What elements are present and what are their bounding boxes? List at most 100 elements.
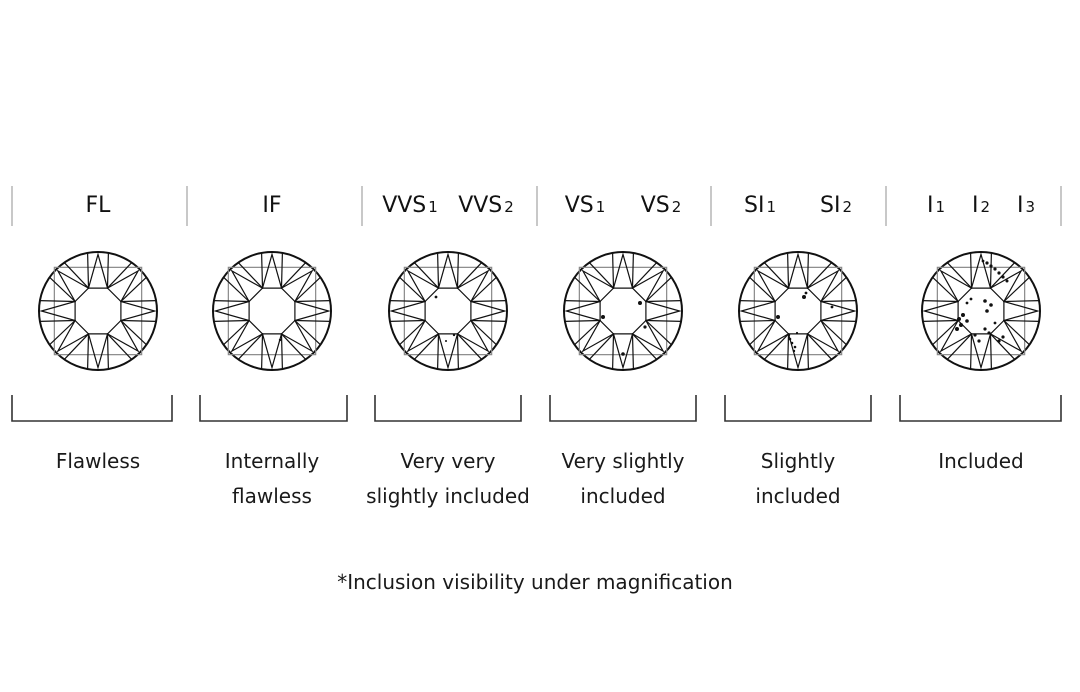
- inclusion-mark: [993, 321, 997, 325]
- diamond-bezel-line: [120, 300, 157, 303]
- clarity-column-fl: FL Flawless: [11, 193, 173, 473]
- diamond-bezel-line: [820, 319, 857, 322]
- diamond-bezel-line: [470, 300, 507, 303]
- diamond-bezel-line: [612, 333, 615, 370]
- diamond-bezel-line: [820, 300, 857, 303]
- diamond-girdle: [38, 251, 158, 371]
- diamond-bezel-line: [470, 320, 497, 346]
- diamond-pavilion-square: [403, 266, 493, 356]
- inclusion-mark: [985, 261, 989, 265]
- diamond-girdle: [388, 251, 508, 371]
- grade-bracket: [549, 395, 697, 422]
- diamond-star-facets: [389, 252, 507, 370]
- inclusion-mark: [989, 264, 993, 268]
- diamond-bezel-line: [564, 300, 601, 303]
- inclusion-mark: [961, 313, 965, 317]
- diamond-star-facets: [564, 252, 682, 370]
- diamond-bezel-line: [106, 333, 109, 370]
- diamond-bezel-line: [749, 320, 776, 346]
- diamond-bezel-line: [63, 262, 89, 289]
- diamond-bezel-line: [223, 276, 250, 302]
- diamond-bezel-line: [294, 300, 331, 303]
- diamond-bezel-line: [107, 262, 133, 289]
- grade-description: Included: [938, 449, 1024, 473]
- grade-label: FL: [86, 193, 112, 218]
- diamond-bezel-line: [946, 333, 972, 360]
- grade-description: Slightly: [761, 449, 836, 473]
- diamond-bezel-line: [820, 320, 847, 346]
- diamond-bezel-line: [213, 300, 250, 303]
- inclusion-mark: [965, 319, 969, 323]
- inclusion-mark: [955, 327, 959, 331]
- diamond-bezel-line: [237, 262, 263, 289]
- diamond-pavilion-square: [753, 266, 843, 356]
- diamond-bezel-line: [612, 252, 615, 289]
- diamond-bezel-line: [456, 252, 459, 289]
- diamond-girdle: [921, 251, 1041, 371]
- diamond-bezel-line: [922, 300, 959, 303]
- inclusion-mark: [802, 295, 806, 299]
- inclusion-mark: [601, 315, 605, 319]
- diamond-bezel-line: [437, 333, 440, 370]
- grade-description: included: [580, 484, 665, 508]
- diamond-bezel-line: [588, 333, 614, 360]
- inclusion-mark: [776, 315, 780, 319]
- diamond-bezel-line: [946, 262, 972, 289]
- diamond-bezel-line: [763, 262, 789, 289]
- diamond-bezel-line: [87, 252, 90, 289]
- inclusion-mark: [957, 317, 961, 321]
- diamond-icon: [563, 251, 683, 371]
- grade-description: flawless: [232, 484, 312, 508]
- inclusion-mark: [804, 291, 808, 295]
- grade-description: included: [755, 484, 840, 508]
- inclusion-mark: [997, 271, 1001, 275]
- diamond-bezel-line: [787, 252, 790, 289]
- inclusion-mark: [959, 323, 963, 327]
- diamond-icon: [212, 251, 332, 371]
- footnote: *Inclusion visibility under magnificatio…: [337, 570, 733, 594]
- diamond-bezel-line: [588, 262, 614, 289]
- inclusion-mark: [997, 339, 1001, 343]
- diamond-bezel-line: [294, 319, 331, 322]
- inclusion-mark: [788, 337, 792, 341]
- inclusion-mark: [621, 352, 625, 356]
- grade-bracket: [374, 395, 522, 422]
- diamond-bezel-line: [632, 262, 658, 289]
- grade-bracket: [724, 395, 872, 422]
- inclusion-mark: [790, 341, 794, 345]
- inclusion-mark: [793, 345, 797, 349]
- diamond-icon: [921, 251, 1041, 371]
- column-separators: [11, 186, 1062, 226]
- diamond-bezel-line: [990, 333, 1016, 360]
- inclusion-mark: [830, 305, 834, 309]
- diamond-bezel-line: [932, 320, 959, 346]
- diamond-bezel-line: [470, 276, 497, 302]
- diamond-icon: [38, 251, 158, 371]
- inclusion-mark: [278, 338, 282, 342]
- diamond-bezel-line: [631, 333, 634, 370]
- diamond-icon: [738, 251, 858, 371]
- diamond-bezel-line: [280, 333, 283, 370]
- diamond-bezel-line: [787, 333, 790, 370]
- diamond-bezel-line: [989, 252, 992, 289]
- grade-description: Flawless: [56, 449, 140, 473]
- diamond-bezel-line: [399, 320, 426, 346]
- diamond-bezel-line: [280, 252, 283, 289]
- diamond-bezel-line: [763, 333, 789, 360]
- diamond-bezel-line: [39, 319, 76, 322]
- inclusion-mark: [795, 331, 799, 335]
- inclusion-mark: [969, 297, 973, 301]
- inclusion-mark: [981, 259, 985, 263]
- diamond-bezel-line: [645, 300, 682, 303]
- inclusion-mark: [787, 333, 791, 337]
- diamond-bezel-line: [645, 320, 672, 346]
- diamond-bezel-line: [106, 252, 109, 289]
- diamond-bezel-line: [213, 319, 250, 322]
